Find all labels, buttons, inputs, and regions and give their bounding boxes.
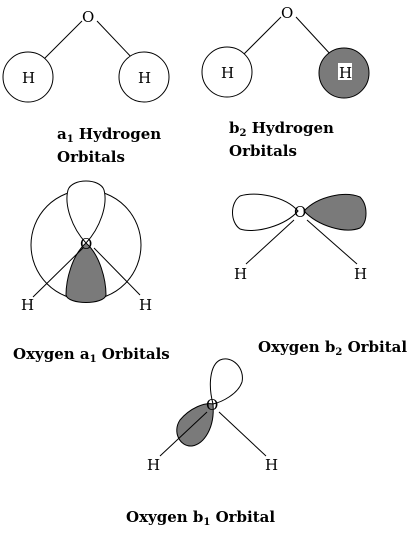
- panel-b2-hydrogen-orbitals: O H H b2 Hydrogen Orbitals: [201, 4, 370, 160]
- oxygen-p-lobe-right-shaded: [303, 194, 367, 231]
- hydrogen-atom-label-right: H: [139, 296, 152, 314]
- hydrogen-atom-label-right: H: [265, 456, 278, 474]
- hydrogen-orbital-right: [118, 51, 170, 103]
- bond-o-h-right: [218, 411, 267, 457]
- bond-o-h-left: [245, 219, 295, 265]
- hydrogen-atom-label-left: H: [221, 64, 234, 82]
- hydrogen-atom-label-left: H: [22, 69, 35, 87]
- bond-o-h-left: [159, 411, 208, 457]
- panel-oxygen-a1-orbitals: O H H Oxygen a1 Orbitals: [13, 180, 170, 365]
- caption-oxygen-a1: Oxygen a1 Orbitals: [13, 345, 170, 365]
- hydrogen-atom-label-right: H: [138, 69, 151, 87]
- bond-o-h-left: [239, 16, 282, 59]
- caption-oxygen-b2: Oxygen b2 Orbital: [258, 338, 407, 358]
- oxygen-atom-label: O: [82, 8, 94, 26]
- caption-a1-hydrogen-line1: a1 Hydrogen: [57, 125, 161, 145]
- oxygen-atom-label: O: [206, 396, 218, 414]
- oxygen-atom-label: O: [281, 4, 293, 22]
- hydrogen-atom-label-right: H: [354, 265, 367, 283]
- bond-o-h-right: [93, 247, 141, 296]
- oxygen-p-lobe-upper: [66, 180, 106, 244]
- caption-a1-hydrogen-line2: Orbitals: [57, 148, 125, 166]
- caption-b2-hydrogen-line1: b2 Hydrogen: [229, 119, 334, 139]
- caption-oxygen-b1: Oxygen b1 Orbital: [126, 508, 275, 528]
- oxygen-p-lobe-left: [232, 193, 299, 231]
- panel-oxygen-b2-orbital: O H H Oxygen b2 Orbital: [232, 193, 407, 358]
- bond-o-h-right: [295, 16, 333, 57]
- oxygen-atom-label: O: [80, 235, 92, 253]
- hydrogen-orbital-left: [2, 51, 54, 103]
- hydrogen-atom-label-right: H: [339, 64, 352, 82]
- bond-o-h-right: [306, 219, 358, 265]
- panel-oxygen-b1-orbital: O H H Oxygen b1 Orbital: [126, 358, 278, 528]
- bond-o-h-right: [96, 20, 135, 61]
- panel-a1-hydrogen-orbitals: O H H a1 Hydrogen Orbitals: [2, 8, 170, 166]
- oxygen-p-lobe-upper-right: [209, 358, 243, 405]
- hydrogen-atom-label-left: H: [147, 456, 160, 474]
- oxygen-p-lobe-lower-shaded: [65, 242, 107, 303]
- caption-b2-hydrogen-line2: Orbitals: [229, 142, 297, 160]
- bond-o-h-left: [32, 247, 84, 298]
- hydrogen-orbital-left: [201, 46, 253, 98]
- hydrogen-atom-label-left: H: [234, 265, 247, 283]
- hydrogen-atom-label-left: H: [21, 296, 34, 314]
- hydrogen-label-background: [338, 63, 352, 80]
- bond-o-h-left: [40, 20, 83, 63]
- oxygen-atom-label: O: [294, 203, 306, 221]
